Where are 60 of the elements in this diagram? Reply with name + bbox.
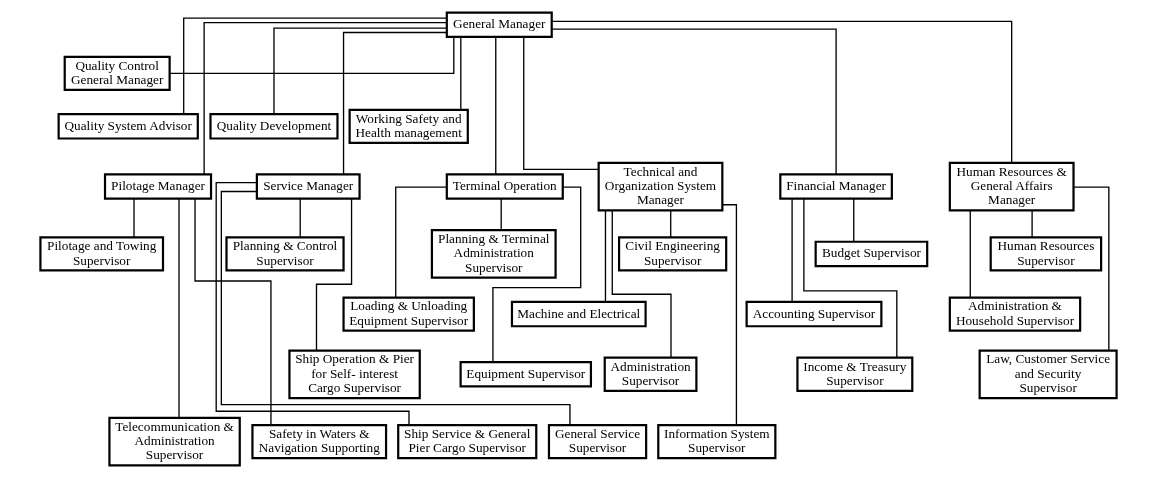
connector <box>272 27 447 115</box>
connector <box>852 198 854 243</box>
connector <box>168 36 454 74</box>
node-box: Quality System Advisor <box>57 113 199 140</box>
node-box: Ship Service & General Pier Cargo Supervisor <box>396 423 537 460</box>
connector <box>132 198 135 238</box>
connector <box>193 198 272 426</box>
node-box: Human Resources & General Affairs Manager <box>948 161 1075 212</box>
connector <box>215 182 410 426</box>
connector <box>550 28 837 175</box>
connector <box>500 198 502 231</box>
node-box: Administration & Household Supervisor <box>948 296 1081 332</box>
node-box: Information System Supervisor <box>656 423 776 460</box>
node-box: Terminal Operation <box>445 173 564 200</box>
connector <box>522 36 599 171</box>
node-box: Planning & Terminal Administration Supervisor <box>430 229 557 279</box>
node-box: Telecommunication & Administration Supervisor <box>107 416 241 467</box>
node-box: Pilotage Manager <box>103 173 212 200</box>
connector <box>551 20 1012 164</box>
node-box: Working Safety and Health management <box>348 108 469 145</box>
connector <box>220 190 571 426</box>
node-box: Administration Supervisor <box>603 356 697 392</box>
node-box: Loading & Unloading Equipment Supervisor <box>341 296 475 332</box>
connector <box>342 31 447 175</box>
connector <box>459 36 461 111</box>
node-box: Human Resources Supervisor <box>989 236 1102 272</box>
connector <box>299 198 301 238</box>
connector <box>394 186 447 299</box>
connector <box>177 198 180 419</box>
connector <box>315 198 352 351</box>
node-box: General Manager <box>445 11 553 38</box>
node-box: Pilotage and Towing Supervisor <box>38 236 164 272</box>
node-box: Quality Control General Manager <box>63 55 171 92</box>
node-box: Accounting Supervisor <box>745 300 882 328</box>
connector <box>202 21 447 175</box>
node-box: Planning & Control Supervisor <box>224 236 345 272</box>
connector <box>802 198 897 359</box>
connector <box>611 209 672 359</box>
node-box: Quality Development <box>208 113 339 140</box>
node-box: Service Manager <box>255 173 361 200</box>
node-box: Safety in Waters & Navigation Supporting <box>250 423 387 460</box>
node-box: Ship Operation & Pier for Self- interest Cargo Supervisor <box>287 349 421 400</box>
node-box: Machine and Electrical <box>510 300 647 328</box>
node-box: Equipment Supervisor <box>459 361 592 388</box>
connector <box>491 186 581 363</box>
node-box: Law, Customer Service and Security Supervisor <box>978 349 1118 400</box>
connector <box>790 198 793 303</box>
node-box: General Service Supervisor <box>547 423 647 460</box>
node-box: Technical and Organization System Manager <box>597 161 723 212</box>
connector <box>669 209 671 238</box>
connector <box>494 36 496 175</box>
node-box: Income & Treasury Supervisor <box>795 356 913 392</box>
node-box: Civil Engineering Supervisor <box>617 236 727 272</box>
connector <box>1072 186 1109 351</box>
connector <box>969 209 971 299</box>
connector <box>604 209 606 303</box>
connector <box>182 17 447 115</box>
connector <box>1030 209 1033 238</box>
node-box: Budget Supervisor <box>814 240 928 268</box>
node-box: Financial Manager <box>778 173 893 200</box>
